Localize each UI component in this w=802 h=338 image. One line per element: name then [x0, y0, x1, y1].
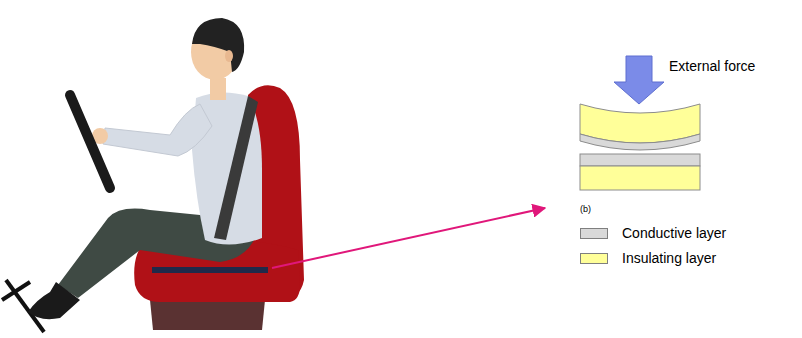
arm — [103, 104, 212, 156]
seatbelt — [214, 96, 258, 240]
seat-base — [150, 300, 265, 330]
force-arrow — [614, 56, 664, 104]
legend-text: Conductive layer — [622, 225, 726, 241]
steering-wheel — [70, 95, 110, 188]
sensor-bar — [152, 267, 268, 273]
legend-text: Insulating layer — [622, 250, 716, 266]
figure-tag: (b) — [580, 204, 591, 214]
legend-swatch — [580, 253, 608, 264]
legend-swatch — [580, 228, 608, 239]
pointer-arrow — [272, 208, 545, 268]
sensor-cross-section — [580, 104, 700, 190]
head — [191, 18, 244, 100]
force-label: External force — [669, 58, 755, 74]
